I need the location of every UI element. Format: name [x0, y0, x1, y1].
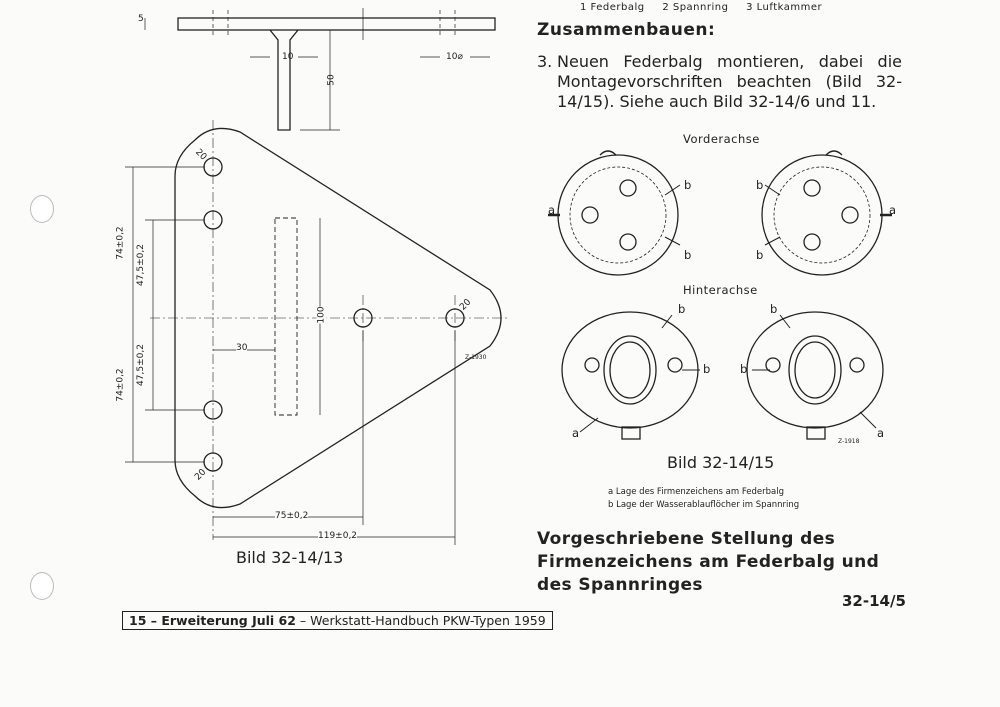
page-number: 32-14/5 — [842, 592, 906, 610]
rear-axle-label: Hinterachse — [683, 283, 758, 297]
front-left-spring — [548, 150, 679, 276]
dim-119: 119±0,2 — [318, 531, 358, 541]
marker-b: b — [703, 362, 711, 376]
figure-caption-left: Bild 32-14/13 — [236, 548, 344, 567]
callout-arrows — [579, 184, 877, 433]
dim-5: 5 — [138, 14, 144, 24]
dim-10: 10 — [282, 52, 294, 62]
drawing-code-right: Z-1918 — [838, 438, 860, 445]
dim-10-dia: 10⌀ — [446, 52, 463, 62]
main-caption: Vorgeschriebene Stellung des Firmenzeich… — [537, 529, 880, 595]
marker-b: b — [678, 302, 686, 316]
instruction-step: 3. Neuen Federbalg montieren, dabei die … — [537, 52, 902, 112]
legend-item: 3 Luftkammer — [746, 2, 823, 13]
marker-b: b — [684, 178, 692, 192]
marker-b: b — [740, 362, 748, 376]
figure-notes: a Lage des Firmenzeichens am Federbalg b… — [608, 486, 799, 512]
front-right-spring — [761, 150, 892, 276]
plate-side-view — [177, 17, 496, 31]
punch-hole — [30, 195, 54, 223]
marker-b: b — [756, 248, 764, 262]
footer: 15 – Erweiterung Juli 62 – Werkstatt-Han… — [122, 611, 553, 630]
marker-b: b — [770, 302, 778, 316]
footer-month: Juli 62 — [252, 613, 296, 628]
marker-b: b — [756, 178, 764, 192]
section-heading: Zusammenbauen: — [537, 20, 716, 40]
dim-30: 30 — [236, 343, 248, 353]
marker-a: a — [548, 203, 556, 217]
punch-hole — [30, 572, 54, 600]
parts-legend: 1 Federbalg 2 Spannring 3 Luftkammer — [580, 2, 836, 13]
marker-b: b — [684, 248, 692, 262]
footer-suffix: – Werkstatt-Handbuch PKW-Typen 1959 — [295, 613, 546, 628]
marker-a: a — [877, 426, 885, 440]
stem — [269, 29, 299, 131]
rear-left-spring — [561, 311, 699, 440]
marker-a: a — [572, 426, 580, 440]
footer-prefix: 15 – Erweiterung — [129, 613, 253, 628]
plate-outline — [174, 127, 502, 509]
note-b: b Lage der Wasserablauflöcher im Spannri… — [608, 500, 800, 510]
figure-caption-right: Bild 32-14/15 — [667, 453, 775, 472]
dim-75: 75±0,2 — [275, 511, 309, 521]
drawing-code-left: Z-1930 — [465, 354, 487, 361]
marker-a: a — [889, 203, 897, 217]
step-text: Neuen Federbalg montieren, dabei die Mon… — [557, 52, 902, 111]
front-axle-label: Vorderachse — [683, 132, 760, 146]
rear-right-spring — [746, 311, 884, 440]
legend-item: 2 Spannring — [662, 2, 729, 13]
step-number: 3. — [537, 52, 553, 71]
note-a: a Lage des Firmenzeichens am Federbalg — [608, 487, 784, 497]
legend-item: 1 Federbalg — [580, 2, 645, 13]
